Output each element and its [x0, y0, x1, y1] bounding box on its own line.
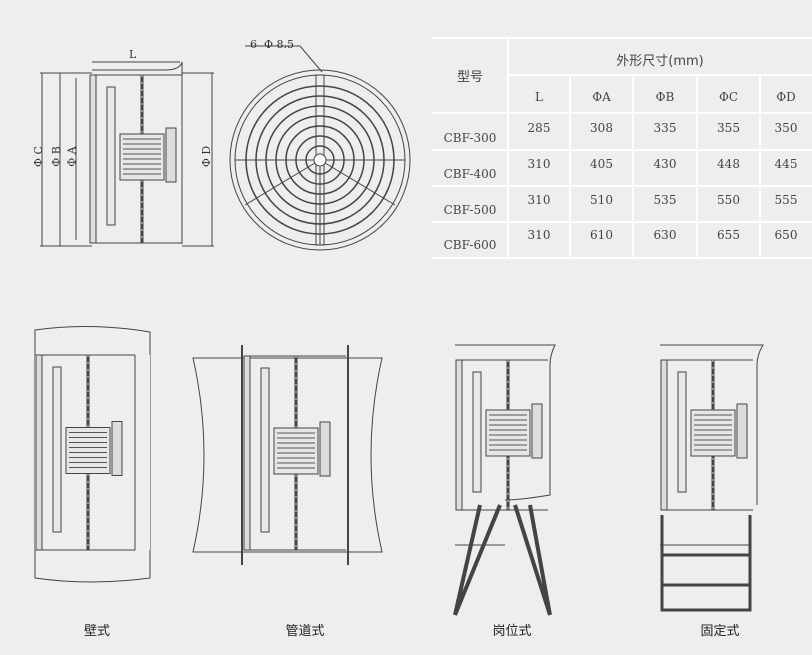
model-cell: CBF-600 — [443, 238, 497, 252]
model-header: 型号 — [456, 70, 483, 85]
junction-box — [319, 421, 331, 477]
junction-box — [736, 403, 748, 459]
column-header: L — [535, 90, 543, 104]
dim-d-label: Φ D — [200, 145, 214, 168]
motor-body — [485, 409, 531, 457]
leader-line — [245, 45, 323, 73]
fan-blade — [677, 371, 687, 493]
dims-header: 外形尺寸(mm) — [616, 54, 704, 69]
column-header: ΦA — [592, 90, 611, 104]
value-cell: 310 — [527, 193, 551, 207]
caption-post-mount: 岗位式 — [492, 624, 532, 639]
column-header: ΦC — [718, 90, 739, 104]
value-cell: 350 — [774, 121, 798, 135]
value-cell: 308 — [590, 121, 613, 135]
dim-c-label: Φ C — [31, 146, 45, 167]
column-header: ΦB — [655, 90, 675, 104]
column-header: ΦD — [776, 90, 796, 104]
fixed-shell — [660, 344, 764, 546]
junction-box — [165, 127, 177, 183]
fixed-stand — [660, 515, 752, 612]
outer-shell — [92, 61, 183, 244]
value-cell: 610 — [590, 228, 613, 242]
dim-a-label: Φ A — [65, 146, 79, 167]
motor-body — [65, 427, 111, 474]
duct-shell — [663, 359, 753, 511]
model-cell: CBF-400 — [443, 167, 497, 181]
tripod-legs — [453, 504, 552, 616]
caption-duct-mount: 管道式 — [285, 624, 325, 639]
flange — [35, 354, 43, 551]
caption-fixed-mount: 固定式 — [700, 624, 740, 639]
value-cell: 535 — [653, 193, 677, 207]
flange — [660, 359, 668, 511]
dimension-table: 型号 外形尺寸(mm) L ΦA ΦB ΦC ΦD CBF-300 285 308 335 35… — [432, 38, 812, 258]
motor-body — [690, 409, 736, 457]
value-cell: 405 — [590, 157, 613, 171]
junction-box — [111, 421, 123, 476]
value-cell: 355 — [717, 121, 740, 135]
fan-blade — [106, 86, 116, 226]
support-arm — [244, 159, 396, 206]
hub — [313, 153, 327, 167]
dim-l-label: L — [129, 48, 137, 61]
value-cell: 430 — [653, 157, 677, 171]
value-cell: 445 — [774, 157, 798, 171]
junction-box — [531, 403, 543, 459]
value-cell: 310 — [527, 228, 551, 242]
motor-body — [119, 133, 165, 181]
value-cell: 555 — [774, 193, 798, 207]
value-cell: 335 — [653, 121, 677, 135]
fan-blade — [472, 371, 482, 493]
motor-body — [273, 427, 319, 475]
value-cell: 510 — [590, 193, 613, 207]
value-cell: 550 — [717, 193, 740, 207]
caption-wall-mount: 壁式 — [83, 624, 110, 639]
flange — [89, 74, 97, 244]
duct-shell — [92, 74, 182, 244]
duct-shell — [458, 359, 548, 511]
fan-blade — [52, 366, 62, 533]
value-cell: 650 — [774, 228, 798, 242]
value-cell: 655 — [717, 228, 740, 242]
value-cell: 310 — [527, 157, 551, 171]
flange — [455, 359, 463, 511]
value-cell: 448 — [717, 157, 740, 171]
flange — [243, 355, 251, 551]
value-cell: 630 — [653, 228, 677, 242]
value-cell: 285 — [527, 121, 551, 135]
fan-blade — [260, 367, 270, 533]
dim-b-label: Φ B — [49, 146, 63, 167]
model-cell: CBF-300 — [443, 131, 497, 145]
hole-note: 6 Φ 8.5 — [250, 38, 294, 51]
post-shell — [455, 344, 556, 546]
model-cell: CBF-500 — [443, 203, 497, 217]
